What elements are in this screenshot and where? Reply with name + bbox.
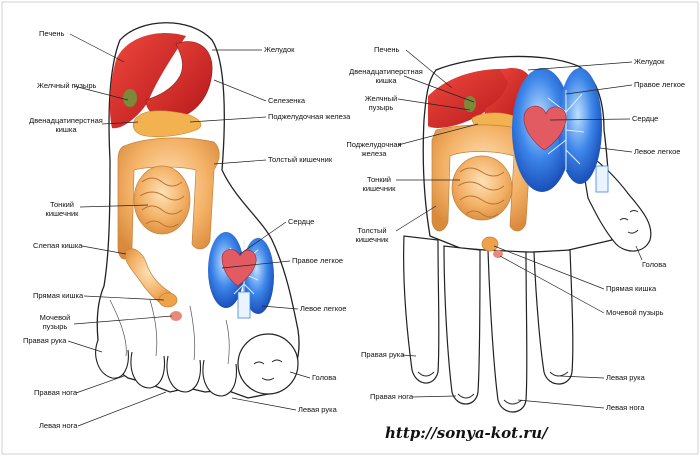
hand-finger-1 — [403, 235, 440, 384]
hand-finger-2 — [443, 245, 481, 405]
hand-label-small-intestine: Тонкий кишечник — [360, 175, 398, 193]
hand-label-pancreas-line2: железа — [361, 148, 387, 158]
hand-label-pancreas-line1: Поджелудочная — [346, 140, 402, 149]
label-right-lung: Правое легкое — [292, 256, 344, 265]
label-spleen: Селезенка — [268, 96, 306, 105]
hand-label-gallbladder: Желчный пузырь — [362, 94, 400, 112]
hand-label-bladder: Мочевой пузырь — [606, 308, 664, 317]
foot-trachea — [237, 291, 251, 319]
label-left-arm: Левая рука — [298, 405, 337, 414]
foot-big-toe-face — [237, 333, 299, 395]
foot-gallbladder — [123, 89, 137, 107]
hand-small-intestine — [451, 155, 513, 221]
hand-label-gallbladder-line2: пузырь — [368, 102, 394, 112]
label-bladder-line1: Мочевой — [39, 313, 71, 322]
label-small-intestine: Тонкий кишечник — [42, 200, 82, 218]
hand-label-right-arm: Правая рука — [361, 350, 405, 359]
hand-label-gallbladder-line1: Желчный — [364, 94, 398, 103]
hand-label-liver: Печень — [374, 45, 400, 54]
hand-label-colon-line1: Толстый — [357, 226, 387, 235]
hand-label-colon: Толстый кишечник — [350, 226, 394, 244]
label-duodenum-line1: Двенадцатиперстная — [29, 116, 103, 125]
hand-fingertips — [417, 371, 569, 405]
label-heart: Сердце — [288, 217, 315, 226]
hand-label-colon-line2: кишечник — [355, 234, 389, 244]
hand-finger-4 — [533, 249, 574, 385]
label-right-arm: Правая рука — [23, 336, 67, 345]
watermark-url: http://sonya-kot.ru/ — [385, 424, 548, 442]
label-bladder: Мочевой пузырь — [36, 313, 74, 331]
hand-label-pancreas: Поджелудочная железа — [346, 140, 402, 158]
hand-label-rectum: Прямая кишка — [606, 284, 657, 293]
face-mouth — [261, 377, 275, 381]
hand-label-left-leg: Левая нога — [606, 403, 645, 412]
foot-figure — [95, 22, 300, 399]
label-left-leg: Левая нога — [39, 421, 78, 430]
hand-trachea — [595, 165, 609, 193]
hand-label-right-leg: Правая нога — [370, 392, 414, 401]
hand-label-heart: Сердце — [632, 114, 659, 123]
hand-label-left-lung: Левое легкое — [634, 147, 681, 156]
label-duodenum-line2: кишка — [55, 124, 77, 134]
foot-colon — [117, 137, 220, 260]
label-small-intestine-line1: Тонкий — [50, 200, 74, 209]
hand-label-duodenum-line1: Двенадцатиперстная — [349, 67, 423, 76]
hand-label-small-intestine-line2: кишечник — [362, 183, 396, 193]
label-stomach: Желудок — [264, 45, 295, 54]
face-eye-left — [253, 361, 265, 365]
foot-leader-lines — [67, 33, 311, 427]
hand-figure — [403, 55, 652, 413]
thumb-face-mouth — [627, 229, 639, 234]
foot-pancreas — [133, 110, 202, 138]
hand-label-right-lung: Правое легкое — [634, 80, 686, 89]
foot-toe-1 — [95, 339, 129, 379]
label-gallbladder: Желчный пузырь — [37, 81, 97, 90]
label-rectum: Прямая кишка — [33, 291, 84, 300]
label-cecum: Слепая кишка — [33, 241, 83, 250]
hand-leader-lines — [395, 49, 643, 409]
hand-label-stomach: Желудок — [634, 57, 665, 66]
foot-small-intestine — [133, 165, 191, 235]
hand-rectum — [481, 236, 499, 252]
hand-label-head: Голова — [642, 260, 667, 269]
foot-toe-2 — [130, 351, 166, 389]
foot-limb-sketch — [109, 299, 230, 365]
label-left-lung: Левое легкое — [300, 304, 347, 313]
hand-label-small-intestine-line1: Тонкий — [367, 175, 391, 184]
hand-left-lung — [558, 68, 602, 184]
hand-label-duodenum-line2: кишка — [375, 75, 397, 85]
thumb-face-eyes — [619, 210, 639, 221]
label-liver: Печень — [39, 29, 65, 38]
label-head: Голова — [312, 373, 337, 382]
label-bladder-line2: пузырь — [42, 321, 68, 331]
hand-gallbladder — [464, 96, 476, 112]
label-pancreas: Поджелудочная железа — [268, 112, 351, 121]
foot-toe-3 — [166, 355, 202, 393]
label-duodenum: Двенадцатиперстная кишка — [18, 116, 114, 134]
hand-label-left-arm: Левая рука — [606, 373, 645, 382]
label-right-leg: Правая нога — [34, 388, 78, 397]
foot-heart — [221, 249, 257, 287]
foot-bladder — [170, 311, 182, 321]
face-eye-right — [271, 359, 283, 363]
hand-label-duodenum: Двенадцатиперстная кишка — [346, 67, 426, 85]
label-colon: Толстый кишечник — [268, 155, 333, 164]
foot-toe-4 — [202, 359, 238, 397]
label-small-intestine-line2: кишечник — [45, 208, 79, 218]
hand-finger-3 — [487, 249, 528, 413]
